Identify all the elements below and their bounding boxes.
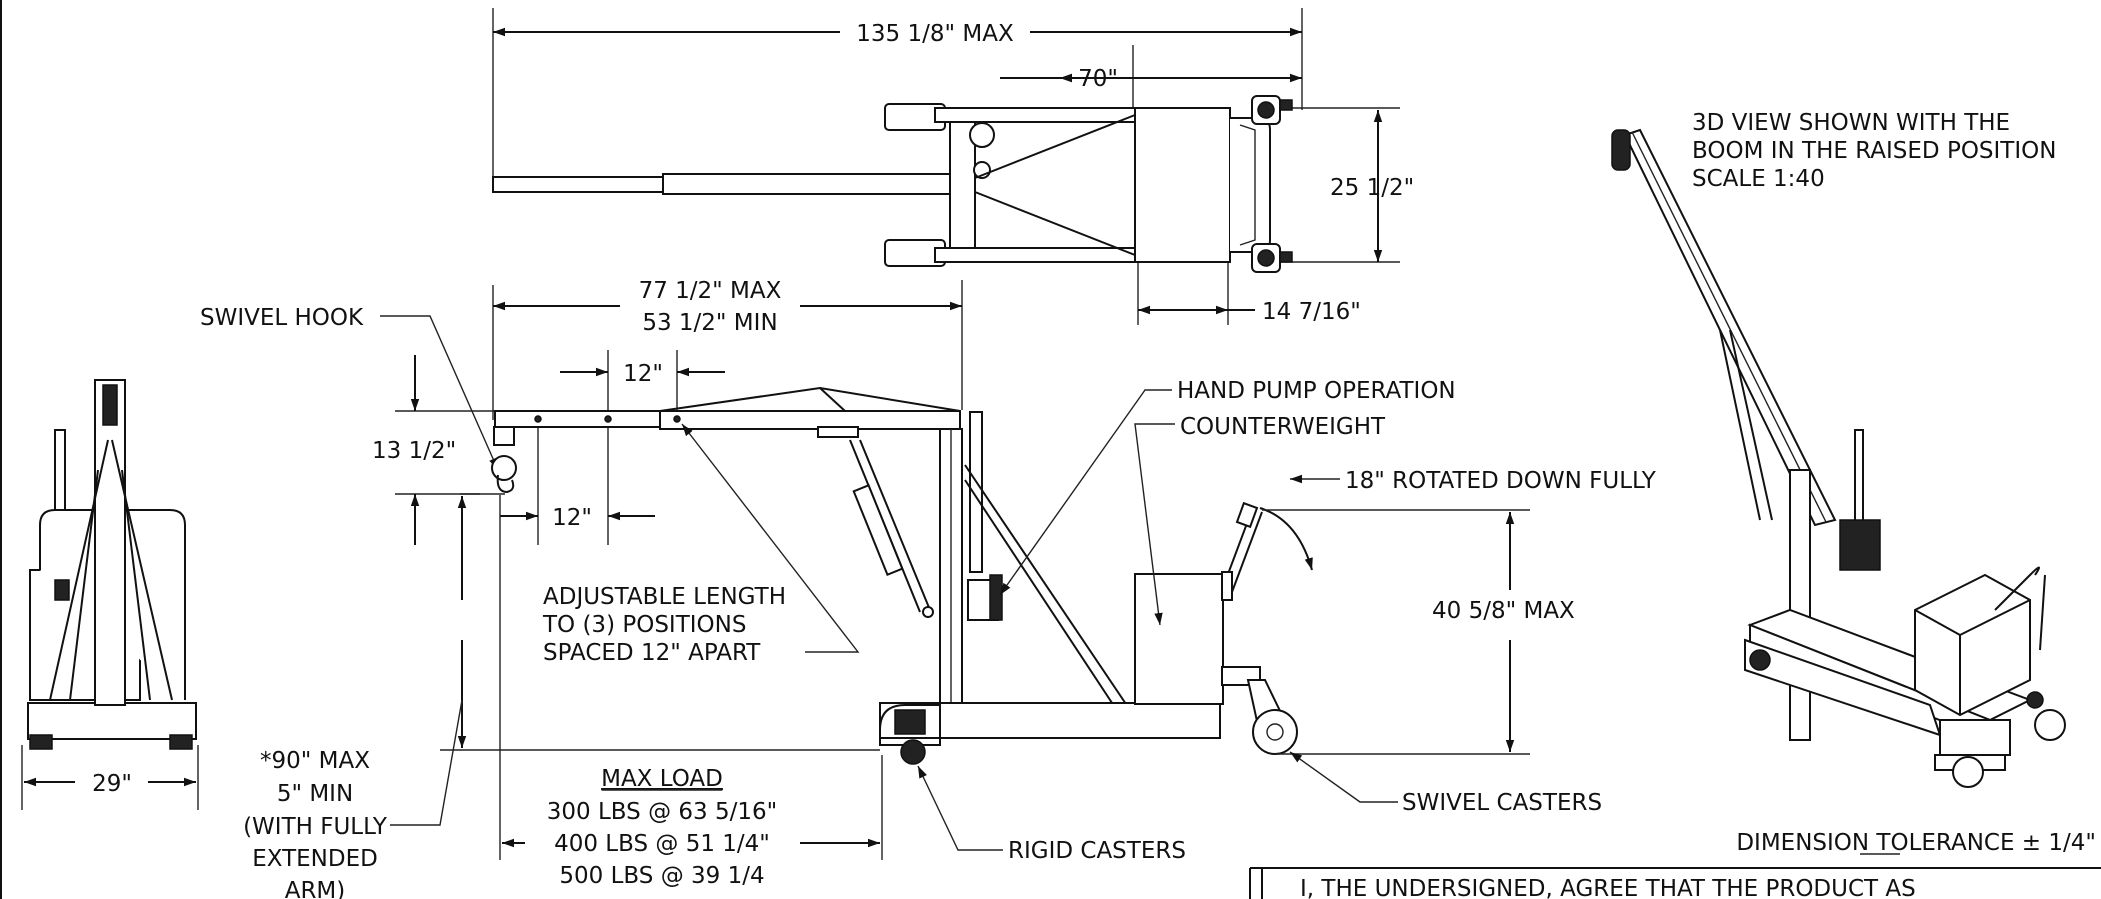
- overall-length-label: 135 1/8" MAX: [856, 21, 1014, 47]
- adjustable-length-line-2: TO (3) POSITIONS: [542, 612, 746, 638]
- iso-note-line-3: SCALE 1:40: [1692, 166, 1825, 192]
- agreement-text: I, THE UNDERSIGNED, AGREE THAT THE PRODU…: [1300, 876, 1916, 899]
- width-label: 25 1/2": [1330, 175, 1414, 201]
- handle-height-label: 40 5/8" MAX: [1432, 598, 1575, 624]
- front-view: 29": [21, 379, 199, 810]
- counterweight-label: COUNTERWEIGHT: [1180, 414, 1386, 440]
- boom-reach-min-label: 53 1/2" MIN: [642, 310, 777, 336]
- hole-spacing-top-label: 12": [623, 361, 663, 387]
- tolerance-note: DIMENSION TOLERANCE ± 1/4": [1736, 830, 2096, 856]
- hand-pump-label: HAND PUMP OPERATION: [1177, 378, 1456, 404]
- side-view: 77 1/2" MAX 53 1/2" MIN 12" 12" 13 1/2" …: [200, 278, 1657, 899]
- swivel-casters-label: SWIVEL CASTERS: [1402, 790, 1602, 816]
- max-load-title: MAX LOAD: [601, 766, 723, 792]
- max-load-row-3: 500 LBS @ 39 1/4: [559, 863, 764, 889]
- rigid-casters-label: RIGID CASTERS: [1008, 838, 1186, 864]
- iso-note-line-2: BOOM IN THE RAISED POSITION: [1692, 138, 2056, 164]
- front-width-label: 29": [92, 771, 132, 797]
- height-range-line-4: EXTENDED: [252, 846, 378, 872]
- adjustable-length-line-1: ADJUSTABLE LENGTH: [543, 584, 786, 610]
- top-view: 135 1/8" MAX 70" 25 1/2" 14 7/16": [492, 8, 1414, 325]
- base-length-label: 70": [1078, 66, 1118, 92]
- handle-rotation-label: 18" ROTATED DOWN FULLY: [1345, 468, 1657, 494]
- height-range-line-3: (WITH FULLY: [243, 814, 388, 840]
- max-load-row-2: 400 LBS @ 51 1/4": [554, 831, 770, 857]
- boom-reach-max-label: 77 1/2" MAX: [639, 278, 782, 304]
- height-range-line-1: *90" MAX: [260, 748, 370, 774]
- iso-view: 3D VIEW SHOWN WITH THE BOOM IN THE RAISE…: [1611, 110, 2066, 788]
- hole-spacing-bottom-label: 12": [552, 505, 592, 531]
- hook-drop-label: 13 1/2": [372, 438, 456, 464]
- adjustable-length-line-3: SPACED 12" APART: [543, 640, 761, 666]
- max-load-row-1: 300 LBS @ 63 5/16": [547, 799, 777, 825]
- height-range-line-2: 5" MIN: [277, 781, 353, 807]
- footer: DIMENSION TOLERANCE ± 1/4" I, THE UNDERS…: [1249, 830, 2101, 899]
- swivel-hook-label: SWIVEL HOOK: [200, 305, 364, 331]
- height-range-line-5: ARM): [285, 878, 346, 899]
- counterweight-width-label: 14 7/16": [1262, 299, 1361, 325]
- iso-note-line-1: 3D VIEW SHOWN WITH THE: [1692, 110, 2010, 136]
